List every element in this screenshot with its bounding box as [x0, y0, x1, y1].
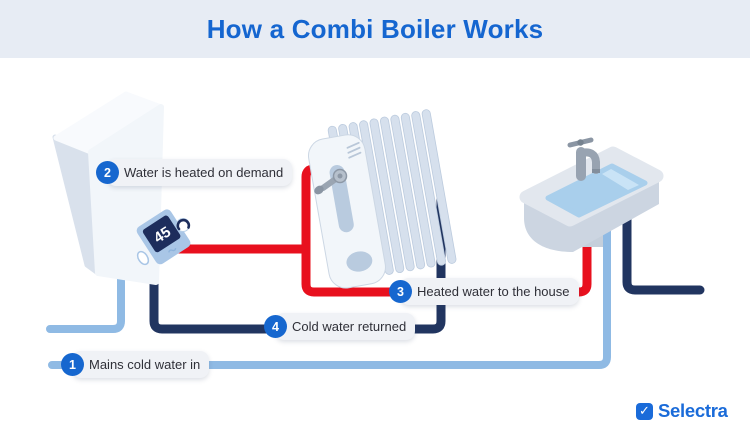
step-number-badge: 2: [96, 161, 119, 184]
step-number-badge: 4: [264, 315, 287, 338]
brand-name: Selectra: [658, 400, 728, 421]
radiator-vent-oval: [346, 251, 373, 272]
boiler-illustration: 45: [52, 91, 191, 285]
step-label-1: 1 Mains cold water in: [61, 351, 210, 378]
step-number-badge: 1: [61, 353, 84, 376]
step-label-text: Water is heated on demand: [107, 159, 293, 186]
step-label-text: Mains cold water in: [72, 351, 210, 378]
step-label-4: 4 Cold water returned: [264, 313, 416, 340]
step-label-3: 3 Heated water to the house: [389, 278, 579, 305]
brand-logo: ✓ Selectra: [636, 400, 728, 422]
step-number-badge: 3: [389, 280, 412, 303]
step-label-text: Cold water returned: [275, 313, 416, 340]
page-title: How a Combi Boiler Works: [206, 13, 544, 44]
hot-pipe-loop: [301, 164, 592, 297]
faucet: [567, 137, 600, 181]
boiler-display-value: 45: [151, 223, 174, 246]
boiler-cold-feed-pipe: [46, 267, 125, 333]
check-icon: ✓: [636, 402, 653, 420]
boiler-knob-left: [136, 250, 150, 266]
sink-illustration: [519, 137, 664, 252]
boiler-dial-right: [176, 218, 191, 232]
sink-water-highlight: [602, 169, 639, 190]
step-label-text: Heated water to the house: [400, 278, 579, 305]
radiator-illustration: [307, 109, 457, 289]
radiator-valve: [314, 168, 348, 195]
radiator-vent-lines: [346, 141, 362, 159]
mains-cold-pipe: [48, 222, 611, 369]
display-wave-icon: [168, 247, 177, 253]
step-label-2: 2 Water is heated on demand: [96, 159, 293, 186]
header-band: How a Combi Boiler Works: [0, 0, 750, 58]
sink-return-pipe: [622, 205, 705, 295]
